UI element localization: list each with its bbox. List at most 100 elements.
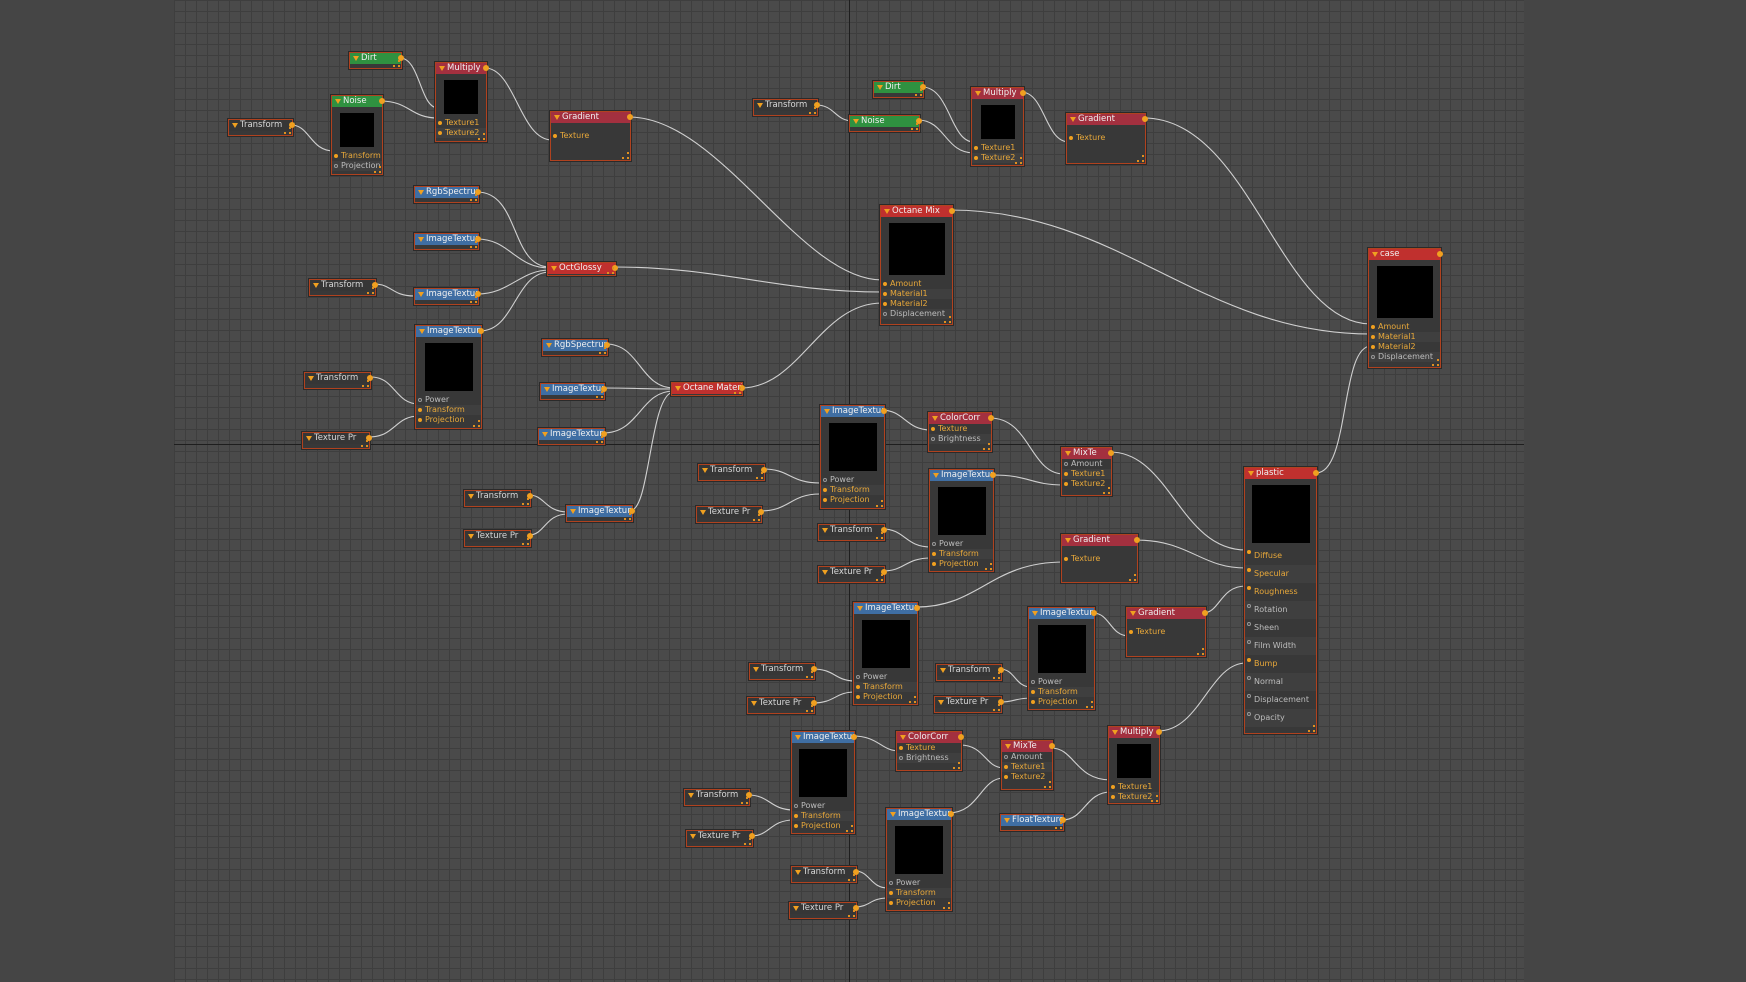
output-port[interactable]	[475, 236, 481, 242]
resize-handle[interactable]	[362, 380, 369, 387]
output-port[interactable]	[761, 467, 767, 473]
node-color-correction[interactable]: ColorCorr Texture Brightness	[928, 412, 994, 452]
resize-handle[interactable]	[983, 443, 990, 450]
port-texture[interactable]: Texture	[551, 131, 630, 141]
output-port[interactable]	[916, 118, 922, 124]
port-power[interactable]: Power	[887, 878, 951, 888]
port-texture[interactable]: Texture	[929, 424, 991, 434]
resize-handle[interactable]	[1197, 648, 1204, 655]
output-port[interactable]	[1142, 116, 1148, 122]
node-image-texture[interactable]: ImageTexture Power Transform Projection	[853, 602, 920, 705]
resize-handle[interactable]	[848, 874, 855, 881]
output-port[interactable]	[398, 55, 404, 61]
output-port[interactable]	[527, 533, 533, 539]
port-material2[interactable]: Material2	[1369, 342, 1440, 352]
node-transform[interactable]: Transform	[684, 789, 752, 806]
output-port[interactable]	[1060, 817, 1066, 823]
node-image-texture[interactable]: ImageTexture	[538, 428, 607, 445]
port-rotation[interactable]: Rotation	[1245, 601, 1316, 619]
port-projection[interactable]: Projection	[887, 898, 951, 908]
output-port[interactable]	[379, 98, 385, 104]
node-multiply[interactable]: Multiply Texture1 Texture2	[1108, 726, 1162, 804]
output-port[interactable]	[612, 265, 618, 271]
resize-handle[interactable]	[624, 513, 631, 520]
port-projection[interactable]: Projection	[930, 559, 993, 569]
node-transform[interactable]: Transform	[936, 664, 1004, 681]
port-specular[interactable]: Specular	[1245, 565, 1316, 583]
node-octane-material[interactable]: Octane Material	[671, 382, 745, 396]
resize-handle[interactable]	[993, 704, 1000, 711]
node-transform[interactable]: Transform	[304, 372, 373, 389]
resize-handle[interactable]	[596, 436, 603, 443]
output-port[interactable]	[851, 734, 857, 740]
resize-handle[interactable]	[470, 241, 477, 248]
node-rgb-spectrum[interactable]: RgbSpectrum	[414, 186, 481, 203]
port-projection[interactable]: Projection	[1029, 697, 1094, 707]
resize-handle[interactable]	[1151, 795, 1158, 802]
port-texture1[interactable]: Texture1	[1002, 762, 1052, 772]
port-bump[interactable]: Bump	[1245, 655, 1316, 673]
node-oct-glossy[interactable]: OctGlossy	[547, 262, 618, 276]
port-transform[interactable]: Transform	[332, 151, 382, 161]
resize-handle[interactable]	[846, 825, 853, 832]
node-transform[interactable]: Transform	[818, 524, 887, 541]
resize-handle[interactable]	[909, 696, 916, 703]
resize-handle[interactable]	[734, 387, 741, 394]
output-port[interactable]	[998, 699, 1004, 705]
output-port[interactable]	[478, 328, 484, 334]
node-transform[interactable]: Transform	[698, 464, 767, 481]
node-gradient[interactable]: Gradient Texture	[1066, 113, 1148, 164]
output-port[interactable]	[949, 208, 955, 214]
node-image-texture[interactable]: ImageTexture Power Transform Projection	[820, 405, 887, 509]
port-transform[interactable]: Transform	[930, 549, 993, 559]
output-port[interactable]	[948, 811, 954, 817]
node-rgb-spectrum[interactable]: RgbSpectrum	[542, 339, 610, 356]
output-port[interactable]	[749, 833, 755, 839]
output-port[interactable]	[1091, 610, 1097, 616]
node-dirt[interactable]: Dirt	[349, 52, 404, 69]
port-texture[interactable]: Texture	[1062, 554, 1137, 564]
resize-handle[interactable]	[374, 166, 381, 173]
node-transform[interactable]: Transform	[749, 663, 817, 680]
resize-handle[interactable]	[1086, 701, 1093, 708]
output-port[interactable]	[914, 605, 920, 611]
port-power[interactable]: Power	[854, 672, 917, 682]
resize-handle[interactable]	[985, 563, 992, 570]
node-texture-projection[interactable]: Texture Pr	[686, 830, 755, 847]
port-texture[interactable]: Texture	[1127, 627, 1205, 637]
output-port[interactable]	[527, 493, 533, 499]
port-displacement[interactable]: Displacement	[1245, 691, 1316, 709]
port-amount[interactable]: Amount	[881, 279, 952, 289]
resize-handle[interactable]	[876, 532, 883, 539]
resize-handle[interactable]	[478, 133, 485, 140]
port-texture2[interactable]: Texture2	[972, 153, 1023, 163]
output-port[interactable]	[811, 700, 817, 706]
port-opacity[interactable]: Opacity	[1245, 709, 1316, 727]
port-transform[interactable]: Transform	[887, 888, 951, 898]
port-brightness[interactable]: Brightness	[897, 753, 961, 763]
output-port[interactable]	[1437, 251, 1443, 257]
resize-handle[interactable]	[367, 287, 374, 294]
port-projection[interactable]: Projection	[792, 821, 854, 831]
output-port[interactable]	[988, 415, 994, 421]
node-color-correction[interactable]: ColorCorr Texture Brightness	[896, 731, 964, 771]
resize-handle[interactable]	[393, 60, 400, 67]
port-transform[interactable]: Transform	[1029, 687, 1094, 697]
resize-handle[interactable]	[522, 538, 529, 545]
port-diffuse[interactable]: Diffuse	[1245, 547, 1316, 565]
output-port[interactable]	[627, 114, 633, 120]
output-port[interactable]	[372, 282, 378, 288]
resize-handle[interactable]	[943, 902, 950, 909]
node-multiply[interactable]: Multiply Texture1 Texture2	[435, 62, 489, 142]
resize-handle[interactable]	[753, 514, 760, 521]
resize-handle[interactable]	[1015, 157, 1022, 164]
node-dirt[interactable]: Dirt	[873, 81, 926, 98]
output-port[interactable]	[1020, 90, 1026, 96]
output-port[interactable]	[1202, 610, 1208, 616]
port-roughness[interactable]: Roughness	[1245, 583, 1316, 601]
output-port[interactable]	[998, 667, 1004, 673]
node-texture-projection[interactable]: Texture Pr	[696, 506, 764, 523]
output-port[interactable]	[289, 122, 295, 128]
output-port[interactable]	[1108, 450, 1114, 456]
